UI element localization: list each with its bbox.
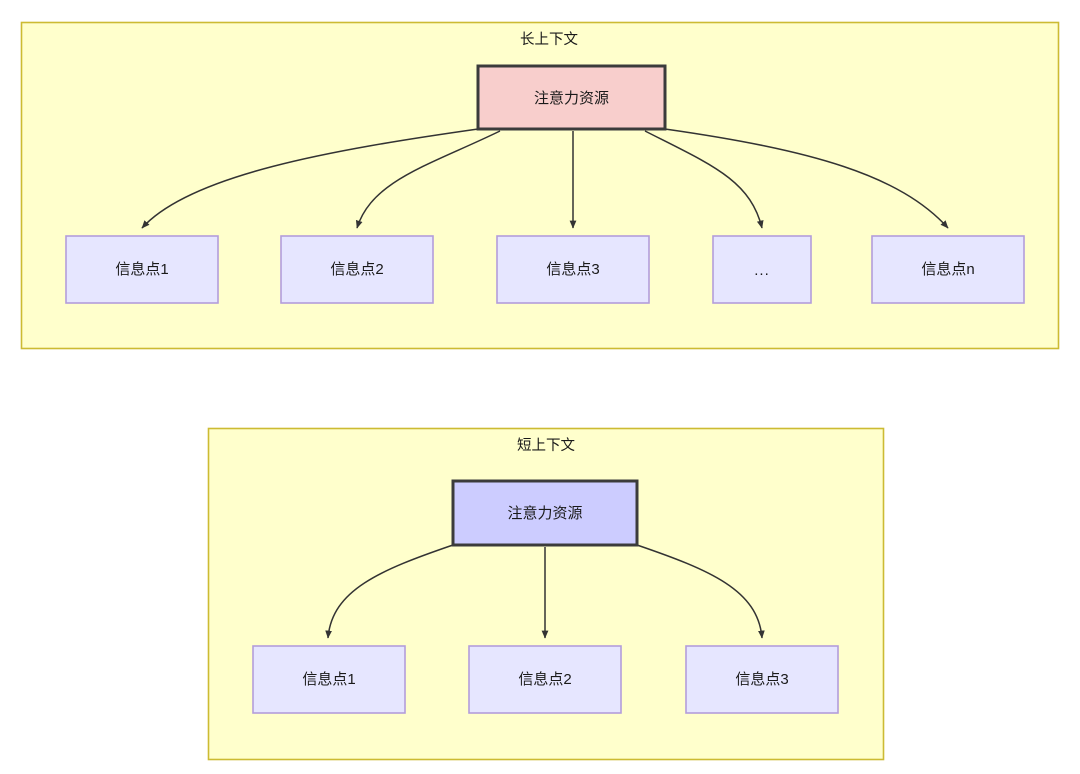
node-info-n[interactable]: 信息点n [871, 235, 1025, 304]
node-info-n-label: 信息点n [921, 261, 974, 278]
group-title-short-context: 短上下文 [517, 437, 575, 454]
node-info-1[interactable]: 信息点1 [65, 235, 219, 304]
edge-long-to-info-n [664, 128, 949, 229]
node-attention-long[interactable]: 注意力资源 [476, 64, 667, 131]
node-info-2-label: 信息点2 [330, 261, 383, 278]
node-info-ellipsis[interactable]: ... [712, 235, 812, 304]
edge-short-to-info-1 [325, 544, 454, 639]
node-info-ellipsis-label: ... [754, 262, 770, 279]
node-info-s1-label: 信息点1 [302, 671, 355, 688]
node-attention-short-label: 注意力资源 [507, 504, 582, 522]
edge-long-to-info-ellipsis [644, 130, 764, 229]
group-long-context[interactable]: 长上下文 注意力资源 信息点1 信息点2 信息点 [20, 21, 1060, 350]
node-info-s1[interactable]: 信息点1 [252, 645, 406, 714]
node-info-3-rect[interactable] [496, 235, 650, 304]
node-info-1-rect[interactable] [65, 235, 219, 304]
node-info-s2-label: 信息点2 [518, 671, 571, 688]
node-info-s2[interactable]: 信息点2 [468, 645, 622, 714]
node-attention-short-rect[interactable] [451, 479, 639, 547]
node-info-2[interactable]: 信息点2 [280, 235, 434, 304]
edge-short-to-info-3 [636, 544, 765, 639]
edge-long-to-info-1 [141, 128, 479, 229]
edge-long-to-info-2 [355, 130, 501, 229]
node-info-1-label: 信息点1 [115, 261, 168, 278]
node-info-n-rect[interactable] [871, 235, 1025, 304]
node-info-s1-rect[interactable] [252, 645, 406, 714]
node-attention-long-label: 注意力资源 [534, 89, 609, 107]
node-info-2-rect[interactable] [280, 235, 434, 304]
node-info-3-label: 信息点3 [546, 261, 599, 278]
node-info-s3-label: 信息点3 [735, 671, 788, 688]
node-attention-short[interactable]: 注意力资源 [451, 479, 639, 547]
node-info-s3-rect[interactable] [685, 645, 839, 714]
node-info-s3[interactable]: 信息点3 [685, 645, 839, 714]
node-info-ellipsis-rect[interactable] [712, 235, 812, 304]
node-attention-long-rect[interactable] [476, 64, 667, 131]
node-info-3[interactable]: 信息点3 [496, 235, 650, 304]
group-title-long-context: 长上下文 [520, 31, 578, 48]
node-info-s2-rect[interactable] [468, 645, 622, 714]
group-short-context[interactable]: 短上下文 注意力资源 信息点1 信息点2 信息点3 [207, 427, 885, 761]
